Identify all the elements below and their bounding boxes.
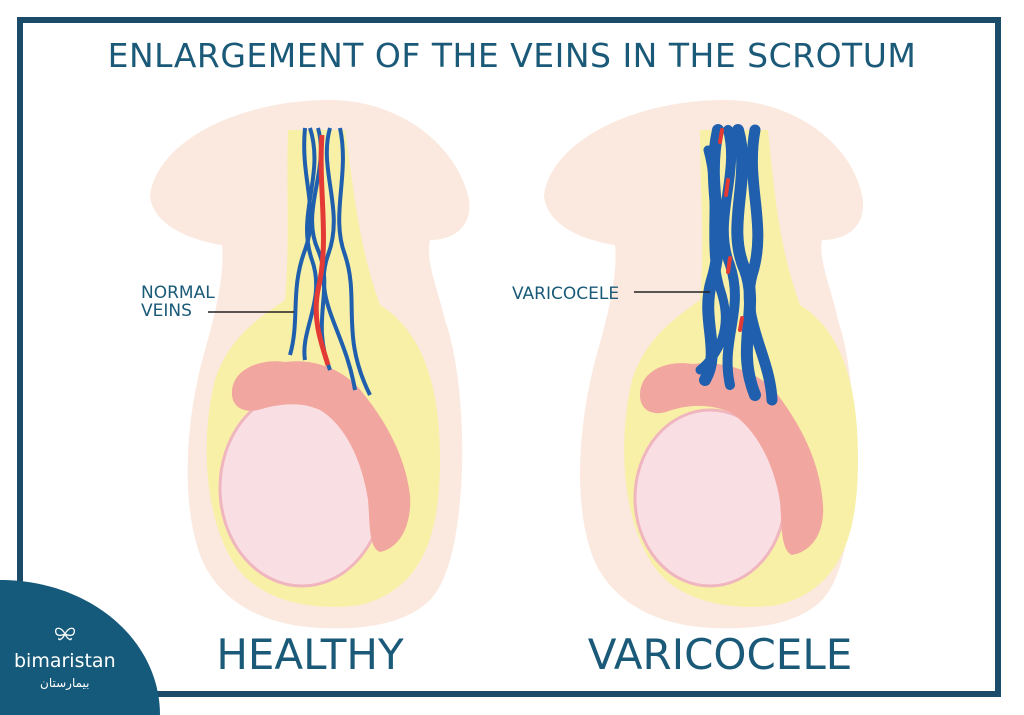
caption-varicocele: VARICOCELE (587, 630, 853, 679)
label-normal-veins: NORMAL VEINS (141, 283, 215, 321)
caption-healthy: HEALTHY (216, 630, 404, 679)
enlarged-veins (695, 124, 778, 406)
logo-wordmark: bimaristan (14, 650, 116, 672)
healthy-scrotum (150, 100, 470, 629)
normal-veins (288, 127, 372, 396)
logo-arabic-text: بيمارستان (40, 676, 90, 690)
butterfly-icon (55, 627, 75, 641)
varicocele-scrotum (544, 100, 864, 629)
artery-fragments (718, 128, 744, 332)
epididymis (231, 361, 411, 552)
label-varicocele: VARICOCELE (512, 284, 620, 304)
artery (313, 134, 331, 366)
epididymis (640, 363, 824, 555)
logo-corner-shape (0, 580, 160, 715)
page-title: ENLARGEMENT OF THE VEINS IN THE SCROTUM (107, 36, 917, 75)
